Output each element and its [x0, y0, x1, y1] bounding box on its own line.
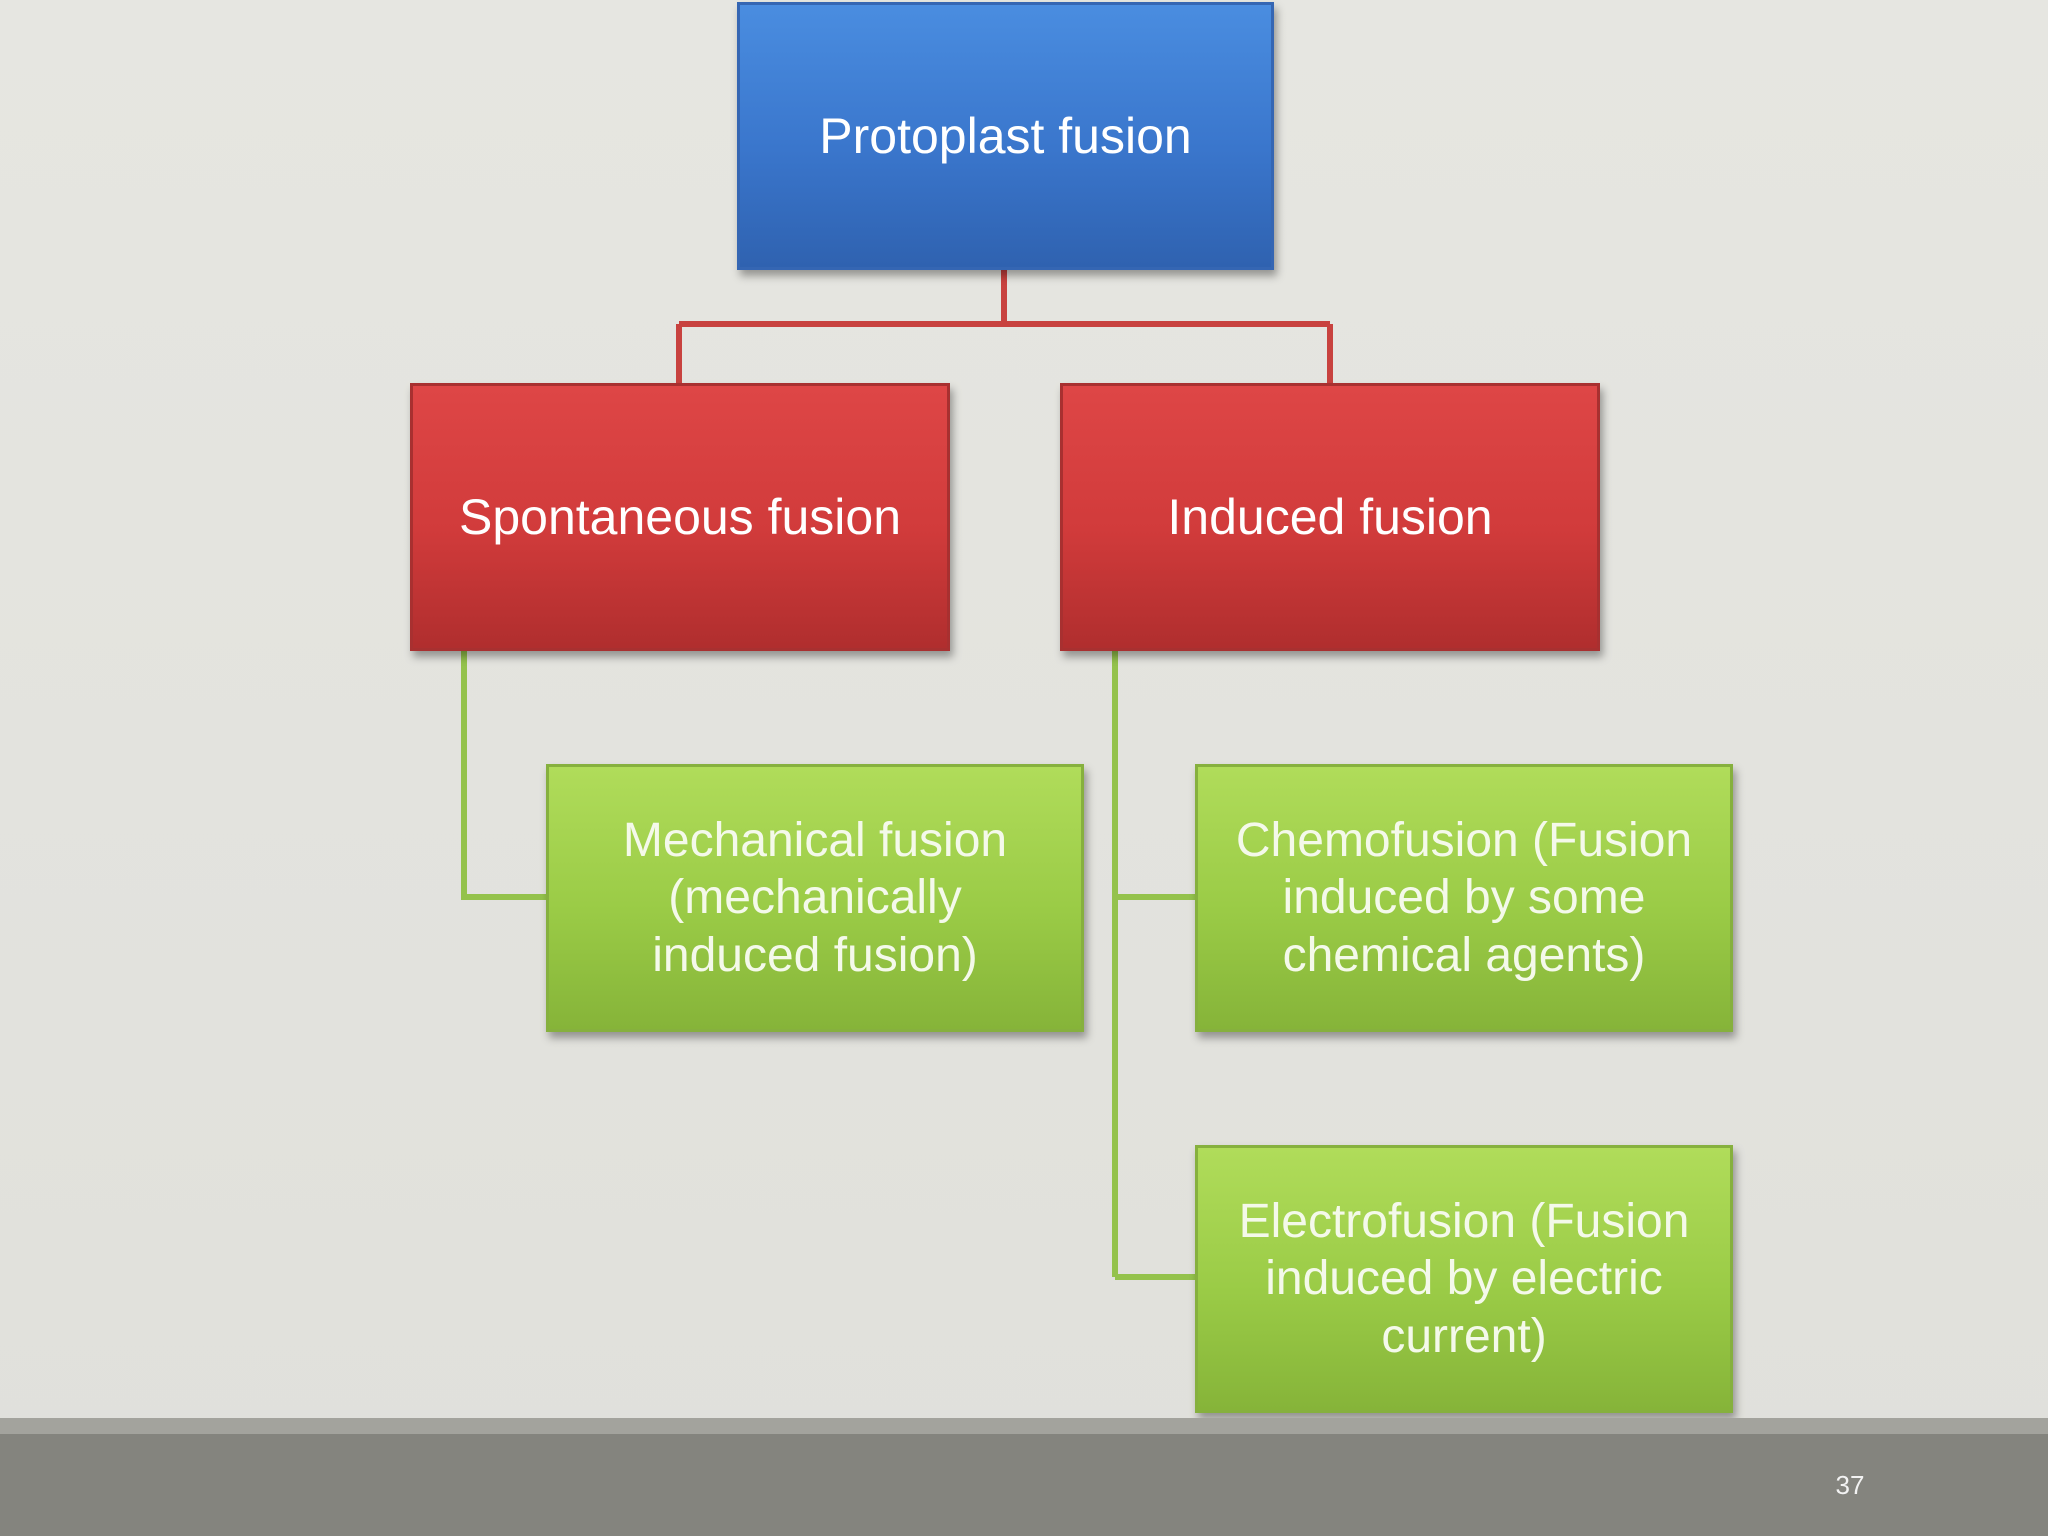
connector-to-mechanical — [461, 651, 546, 900]
leaf-node-electrofusion: Electrofusion (Fusion induced by electri… — [1195, 1145, 1733, 1413]
branch-node-induced-fusion: Induced fusion — [1060, 383, 1600, 651]
footer-band — [0, 1418, 2048, 1536]
footer-divider — [0, 1418, 2048, 1434]
leaf-connectors — [461, 651, 1195, 1280]
leaf-node-label: Electrofusion (Fusion induced by electri… — [1238, 1194, 1690, 1363]
root-connector — [676, 270, 1333, 383]
leaf-node-mechanical-fusion: Mechanical fusion (mechanically induced … — [546, 764, 1084, 1032]
leaf-node-label: Mechanical fusion (mechanically induced … — [622, 813, 1008, 982]
root-node-protoplast-fusion: Protoplast fusion — [737, 2, 1274, 270]
root-node-label: Protoplast fusion — [819, 108, 1192, 164]
page-number: 37 — [1835, 1470, 1865, 1500]
branch-node-label: Induced fusion — [1167, 489, 1493, 545]
branch-node-label: Spontaneous fusion — [458, 489, 902, 545]
leaf-node-chemofusion: Chemofusion (Fusion induced by some chem… — [1195, 764, 1733, 1032]
branch-node-spontaneous-fusion: Spontaneous fusion — [410, 383, 950, 651]
leaf-node-label: Chemofusion (Fusion induced by some chem… — [1235, 813, 1693, 982]
